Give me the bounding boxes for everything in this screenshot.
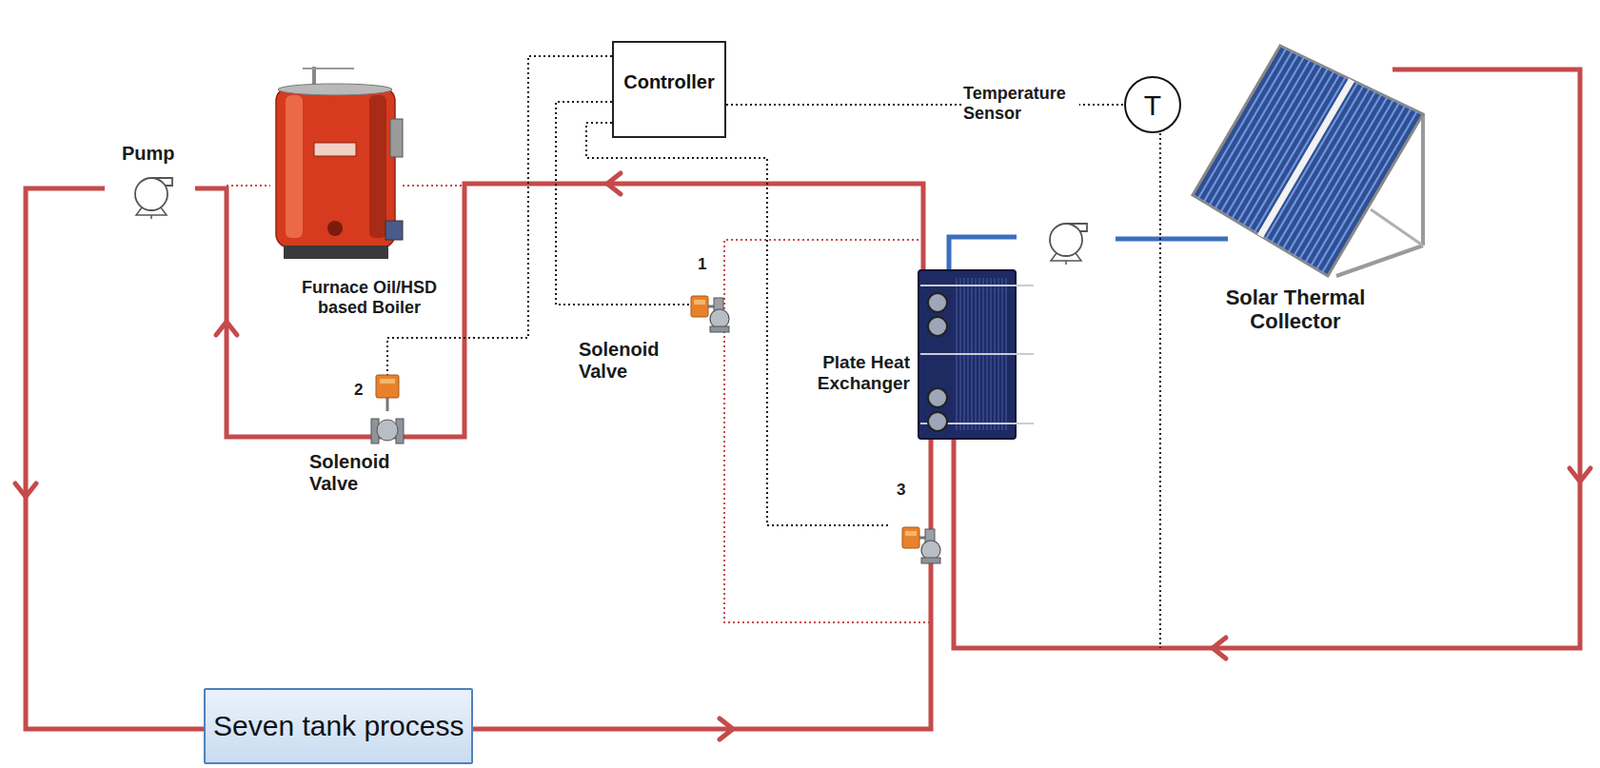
flow-arrow <box>1569 468 1591 482</box>
phe-port <box>928 293 948 313</box>
collector-tube <box>1288 94 1383 253</box>
valve-actuator <box>375 375 399 398</box>
boiler-burner <box>385 220 403 240</box>
collector-tube <box>1322 111 1418 273</box>
boiler <box>276 66 403 259</box>
collector-tube <box>1248 74 1340 229</box>
collector-header <box>1260 79 1352 237</box>
phe-tie-bar <box>920 353 1034 356</box>
control-wire <box>387 56 613 376</box>
part-label: Solenoid Valve <box>576 338 684 383</box>
boiler-panel <box>314 142 356 157</box>
pipe <box>25 188 931 730</box>
collector-tube <box>1304 102 1400 263</box>
control-wire <box>1159 133 1162 649</box>
dotted-line <box>226 184 271 187</box>
node-text: Seven tank process <box>213 710 464 742</box>
node-text: Controller <box>623 71 715 93</box>
dotted-line <box>402 184 465 187</box>
flow-arrow <box>719 718 733 740</box>
phe-tie-bar <box>920 284 1034 287</box>
collector-tube <box>1265 82 1358 239</box>
collector-stand <box>1370 209 1423 246</box>
solenoid-valve <box>691 296 730 333</box>
flow-arrow <box>1212 637 1226 659</box>
part-label: Solenoid Valve <box>307 451 415 495</box>
pipe <box>948 237 1017 271</box>
plate-heat-exchanger <box>918 270 1034 439</box>
pump-symbol <box>135 177 173 219</box>
solar-collector <box>1192 45 1423 277</box>
flow-arrow <box>15 483 37 497</box>
collector-stand <box>1336 245 1423 277</box>
pipe <box>1115 237 1228 242</box>
boiler-flue <box>302 67 355 70</box>
solenoid-valve <box>371 375 404 444</box>
valve-stem <box>386 397 390 412</box>
flow-arrows <box>15 173 1591 740</box>
collector-tube <box>1294 97 1388 257</box>
callout-number: 1 <box>695 255 715 275</box>
sensor-circle: T <box>1124 76 1182 134</box>
dotted-red-lines <box>226 185 929 623</box>
part-label: Pump <box>119 142 197 165</box>
phe-port <box>928 412 948 432</box>
callout-number: 2 <box>352 380 372 400</box>
control-wire <box>586 122 890 526</box>
part-label: Furnace Oil/HSD based Boiler <box>281 277 457 317</box>
boiler-highlight <box>285 95 303 238</box>
collector-tube <box>1299 99 1393 259</box>
collector-tube <box>1277 88 1370 246</box>
collector-tube <box>1316 108 1411 270</box>
boiler-control <box>390 118 403 158</box>
collector-tube <box>1260 79 1352 237</box>
boiler-top <box>277 83 393 96</box>
controller-box: Controller <box>612 40 727 139</box>
part-label: Plate Heat Exchanger <box>784 352 912 395</box>
boiler-body <box>276 87 396 248</box>
collector-tube <box>1254 77 1346 233</box>
part-label: Solar Thermal Collector <box>1204 285 1386 335</box>
phe-port <box>928 316 948 336</box>
flow-arrow <box>607 173 621 195</box>
pump-symbol <box>1049 223 1087 265</box>
valve-body <box>376 419 398 441</box>
boiler-door <box>327 220 343 237</box>
collector-tube <box>1271 85 1364 243</box>
boiler-base <box>283 245 389 259</box>
control-wires <box>387 56 1161 649</box>
dotted-line <box>724 239 929 623</box>
flow-arrow <box>216 321 238 336</box>
callout-number: 3 <box>894 480 914 500</box>
phe-port <box>928 388 948 408</box>
node-text: T <box>1144 89 1162 121</box>
valve-actuator <box>379 378 396 384</box>
collector-stand <box>1421 114 1425 246</box>
boiler-shade <box>369 95 387 238</box>
solar-pump-line <box>948 237 1228 271</box>
process-box: Seven tank process <box>203 688 474 765</box>
solenoid-valve <box>902 527 941 564</box>
part-label: Temperature Sensor <box>961 83 1080 123</box>
collector-tubes <box>1198 48 1418 273</box>
collector-panel <box>1192 45 1423 277</box>
